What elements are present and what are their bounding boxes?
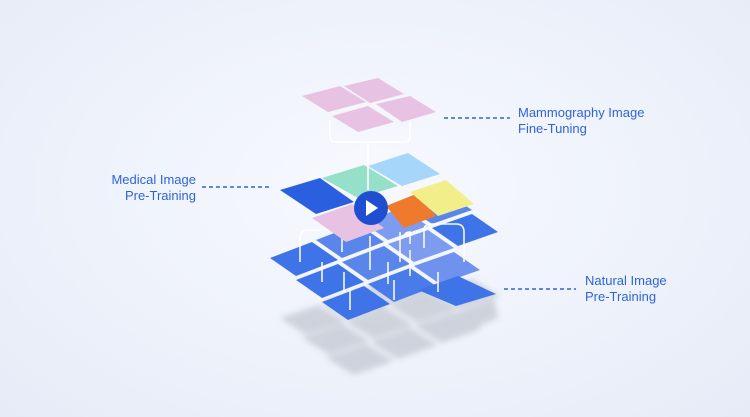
label-mammography: Mammography Image Fine-Tuning xyxy=(518,105,644,137)
medical-tile xyxy=(312,204,384,242)
mammography-tile xyxy=(302,86,366,112)
natural-connectors xyxy=(299,223,465,310)
natural-tile xyxy=(322,286,390,320)
medical-image-layer xyxy=(280,153,474,242)
mammography-image-layer xyxy=(302,78,436,132)
natural-tile xyxy=(368,268,436,302)
medical-tile xyxy=(322,165,398,198)
natural-tile xyxy=(342,246,410,280)
natural-tile xyxy=(432,214,498,246)
label-natural-line1: Natural Image xyxy=(585,273,667,288)
label-mammography-line2: Fine-Tuning xyxy=(518,121,587,136)
mammography-tile xyxy=(332,106,394,132)
medical-tile xyxy=(368,153,440,186)
label-mammography-line1: Mammography Image xyxy=(518,105,645,120)
mammography-tile xyxy=(376,96,436,122)
play-button[interactable] xyxy=(354,191,388,225)
leader-lines xyxy=(202,117,576,290)
medical-tile xyxy=(410,180,474,216)
medical-tile xyxy=(280,178,354,214)
label-natural: Natural Image Pre-Training xyxy=(585,273,667,305)
mammography-connectors xyxy=(329,120,411,190)
natural-tile xyxy=(270,242,338,276)
play-icon xyxy=(366,200,378,216)
label-natural-line2: Pre-Training xyxy=(585,289,657,304)
label-medical-line1: Medical Image xyxy=(111,172,196,187)
natural-tile xyxy=(388,230,454,262)
label-medical: Medical Image Pre-Training xyxy=(100,172,196,204)
label-medical-line2: Pre-Training xyxy=(124,188,196,203)
mammography-tile xyxy=(344,78,404,103)
natural-tile xyxy=(296,264,364,298)
